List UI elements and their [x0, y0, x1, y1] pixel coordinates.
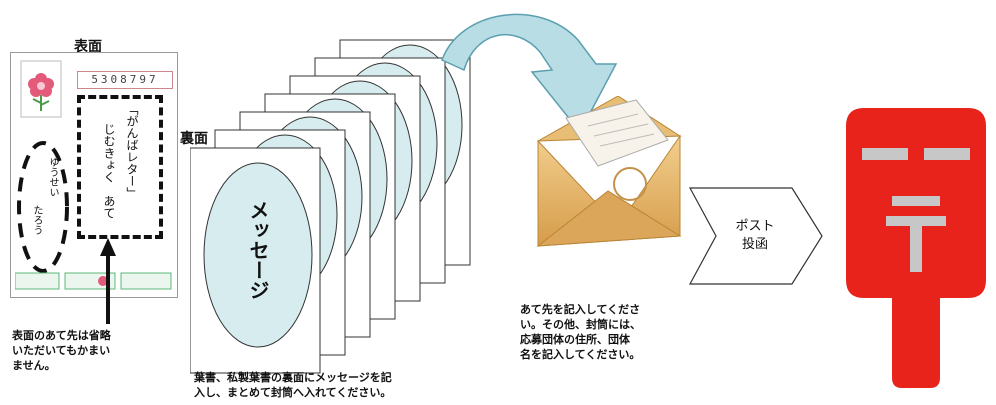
postcard-stack: [190, 39, 471, 374]
sender-highlight: [17, 141, 69, 273]
front-heading: 表面: [74, 39, 102, 55]
addressee-highlight: [77, 95, 163, 239]
post-step-label: ポスト 投函: [735, 219, 775, 252]
message-oval: [203, 162, 313, 348]
message-text: メッセージ: [246, 200, 270, 300]
postcard-footer-bar: [15, 272, 172, 290]
cards-note: 葉書、私製葉書の裏面にメッセージを記 入し、まとめて封筒へ入れてください。: [194, 371, 392, 399]
back-heading: 裏面: [180, 131, 208, 147]
addressee-line1: 「がんばレター」: [125, 103, 139, 199]
flower-stamp-icon: [20, 60, 62, 118]
postbox-icon: [846, 108, 986, 388]
postal-code-box: 5308797: [77, 71, 173, 89]
curved-arrow-icon: [441, 13, 618, 134]
front-postcard: 5308797 「がんばレター」 じむきょく あて ゆうせい たろう: [10, 52, 178, 298]
envelope-note: あて先を記入してくださ い。その他、封筒には、 応募団体の住所、団体 名を記入し…: [520, 303, 641, 361]
sender-line1: ゆうせい: [47, 157, 58, 197]
sender-line2: たろう: [31, 205, 42, 235]
envelope-icon: [536, 96, 682, 247]
arrow-up-icon: [100, 238, 116, 324]
addressee-line2: じむきょく あて: [102, 123, 116, 219]
front-note: 表面のあて先は省略 いただいてもかまい ません。: [12, 329, 111, 372]
post-step-chevron: [688, 187, 823, 285]
